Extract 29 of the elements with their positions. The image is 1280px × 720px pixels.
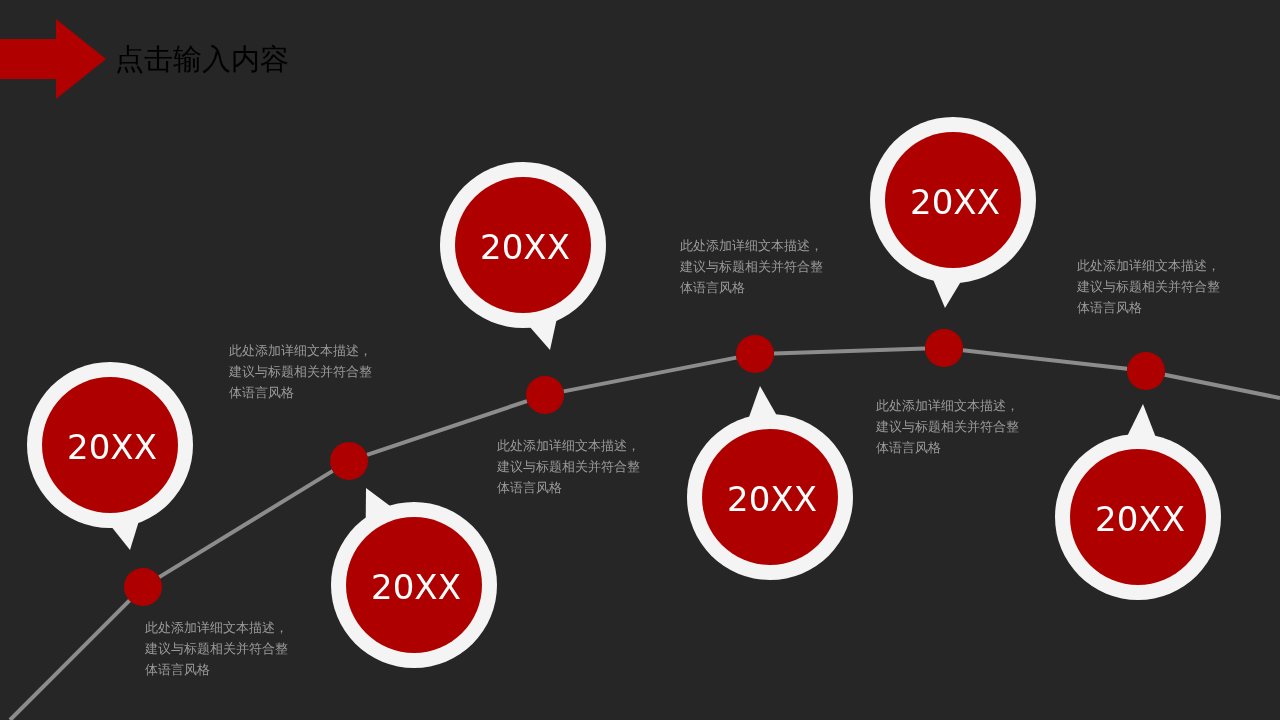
map-pin — [687, 386, 853, 580]
year-label: 20XX — [910, 182, 1000, 222]
map-pin — [27, 362, 193, 550]
timeline-dot — [925, 329, 963, 367]
timeline-curve — [773, 346, 926, 356]
timeline-dot — [1127, 352, 1165, 390]
description-text: 此处添加详细文本描述，建议与标题相关并符合整体语言风格 — [876, 397, 1020, 457]
year-label: 20XX — [727, 479, 817, 519]
year-label: 20XX — [67, 427, 157, 467]
timeline-dot — [736, 335, 774, 373]
year-label: 20XX — [480, 227, 570, 267]
timeline-curve — [158, 469, 334, 579]
timeline-dot — [526, 376, 564, 414]
description-text: 此处添加详细文本描述，建议与标题相关并符合整体语言风格 — [497, 437, 641, 497]
map-pin — [331, 488, 497, 668]
year-label: 20XX — [1095, 499, 1185, 539]
timeline-dot — [124, 568, 162, 606]
map-pin — [1055, 404, 1221, 600]
map-pin — [440, 162, 606, 350]
timeline-dot — [330, 442, 368, 480]
description-text: 此处添加详细文本描述，建议与标题相关并符合整体语言风格 — [1077, 257, 1221, 317]
timeline-curve — [366, 399, 528, 457]
year-label: 20XX — [371, 567, 461, 607]
description-text: 此处添加详细文本描述，建议与标题相关并符合整体语言风格 — [680, 237, 824, 297]
timeline-curve — [962, 348, 1128, 371]
timeline-curve — [563, 355, 737, 394]
map-pin — [870, 117, 1036, 308]
description-text: 此处添加详细文本描述，建议与标题相关并符合整体语言风格 — [229, 342, 373, 402]
description-text: 此处添加详细文本描述，建议与标题相关并符合整体语言风格 — [145, 619, 289, 679]
